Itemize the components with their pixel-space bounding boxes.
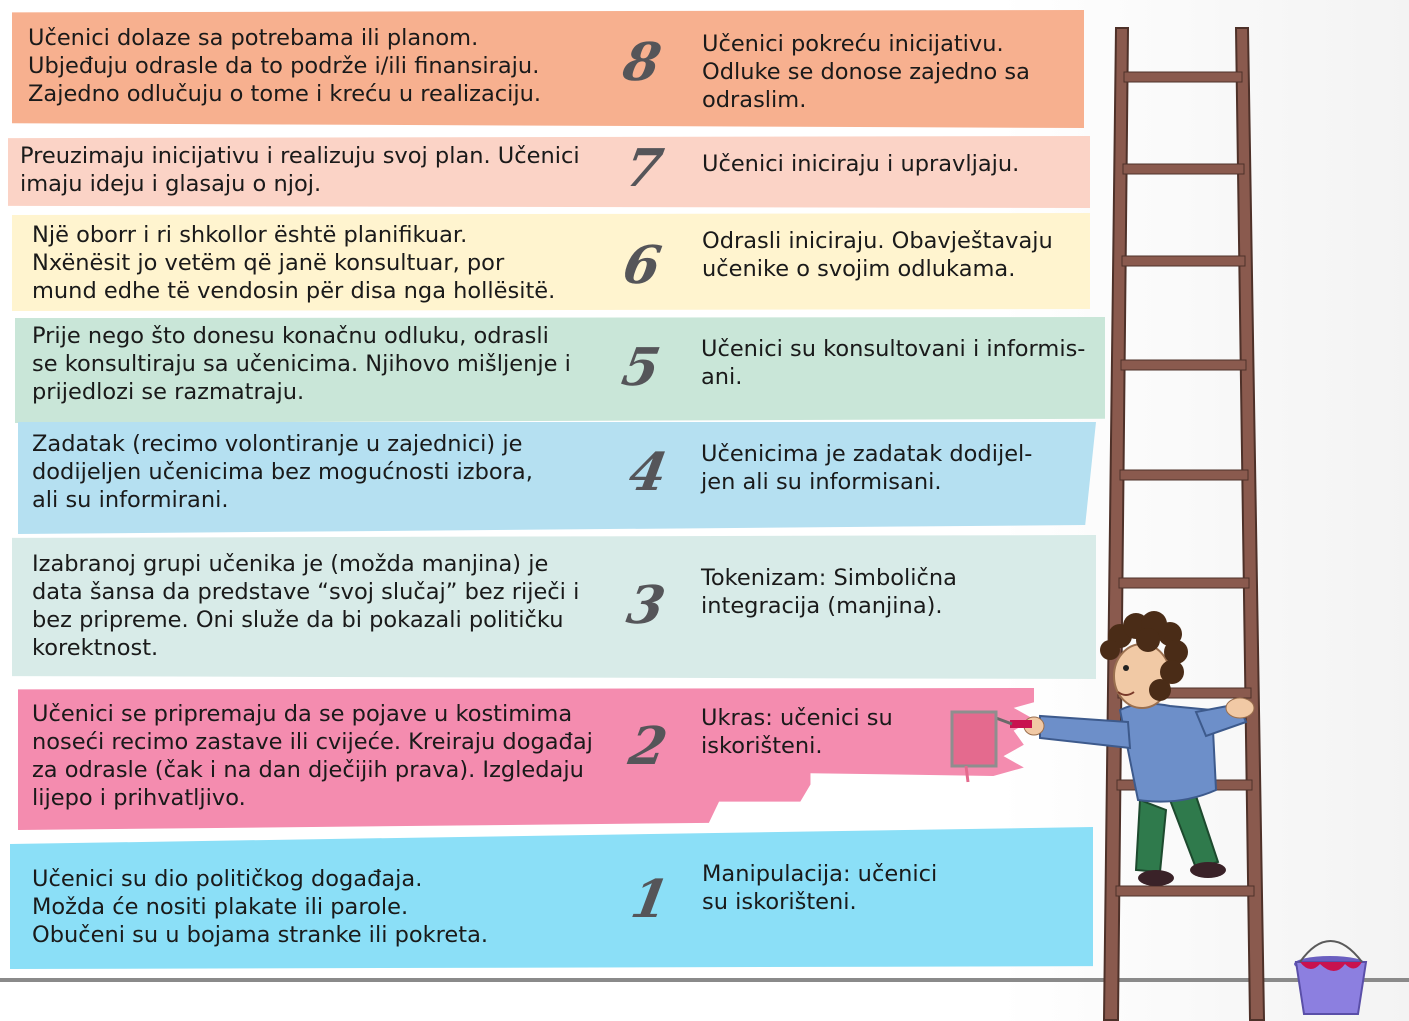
rung-3-description: Izabranoj grupi učenika je (možda manjin… <box>32 551 580 661</box>
rung-1-label: Manipulacija: učenici su iskorišteni. <box>702 861 938 915</box>
rung-1-band: Učenici su dio političkog događaja. Možd… <box>10 827 1093 969</box>
rung-6-label: Odrasli iniciraju. Obavještavaju učenike… <box>702 228 1053 282</box>
rung-5-description: Prije nego što donesu konačnu odluku, od… <box>32 323 571 405</box>
rung-5-label: Učenici su konsultovani i informis- ani. <box>701 336 1086 390</box>
rung-8-description: Učenici dolaze sa potrebama ili planom. … <box>28 25 542 107</box>
rung-3-band: Izabranoj grupi učenika je (možda manjin… <box>12 535 1096 679</box>
paint-bucket <box>1294 940 1368 1015</box>
child-painter <box>950 611 1255 886</box>
rung-6-description: Një oborr i ri shkollor është planifikua… <box>32 222 556 304</box>
rung-4-description: Zadatak (recimo volontiranje u zajednici… <box>32 431 533 513</box>
rung-7-band: Preuzimaju inicijativu i realizuju svoj … <box>8 136 1090 208</box>
rung-7-description: Preuzimaju inicijativu i realizuju svoj … <box>20 143 580 197</box>
rung-2-description: Učenici se pripremaju da se pojave u kos… <box>32 701 593 811</box>
rung-8-label: Učenici pokreću inicijativu. Odluke se d… <box>702 31 1030 113</box>
rung-4-label: Učenicima je zadatak dodijel- jen ali su… <box>701 441 1033 495</box>
ladder <box>1102 27 1266 1021</box>
rung-1-description: Učenici su dio političkog događaja. Možd… <box>32 866 489 948</box>
floor-line <box>0 978 1409 982</box>
rung-7-label: Učenici iniciraju i upravljaju. <box>702 151 1020 177</box>
rung-2-label: Ukras: učenici su iskorišteni. <box>701 705 893 759</box>
rung-3-label: Tokenizam: Simbolična integracija (manji… <box>701 565 957 619</box>
rung-8-band: Učenici dolaze sa potrebama ili planom. … <box>12 10 1084 128</box>
rung-5-band: Prije nego što donesu konačnu odluku, od… <box>15 317 1105 423</box>
rung-4-band: Zadatak (recimo volontiranje u zajednici… <box>18 422 1096 534</box>
rung-6-band: Një oborr i ri shkollor është planifikua… <box>12 213 1090 311</box>
